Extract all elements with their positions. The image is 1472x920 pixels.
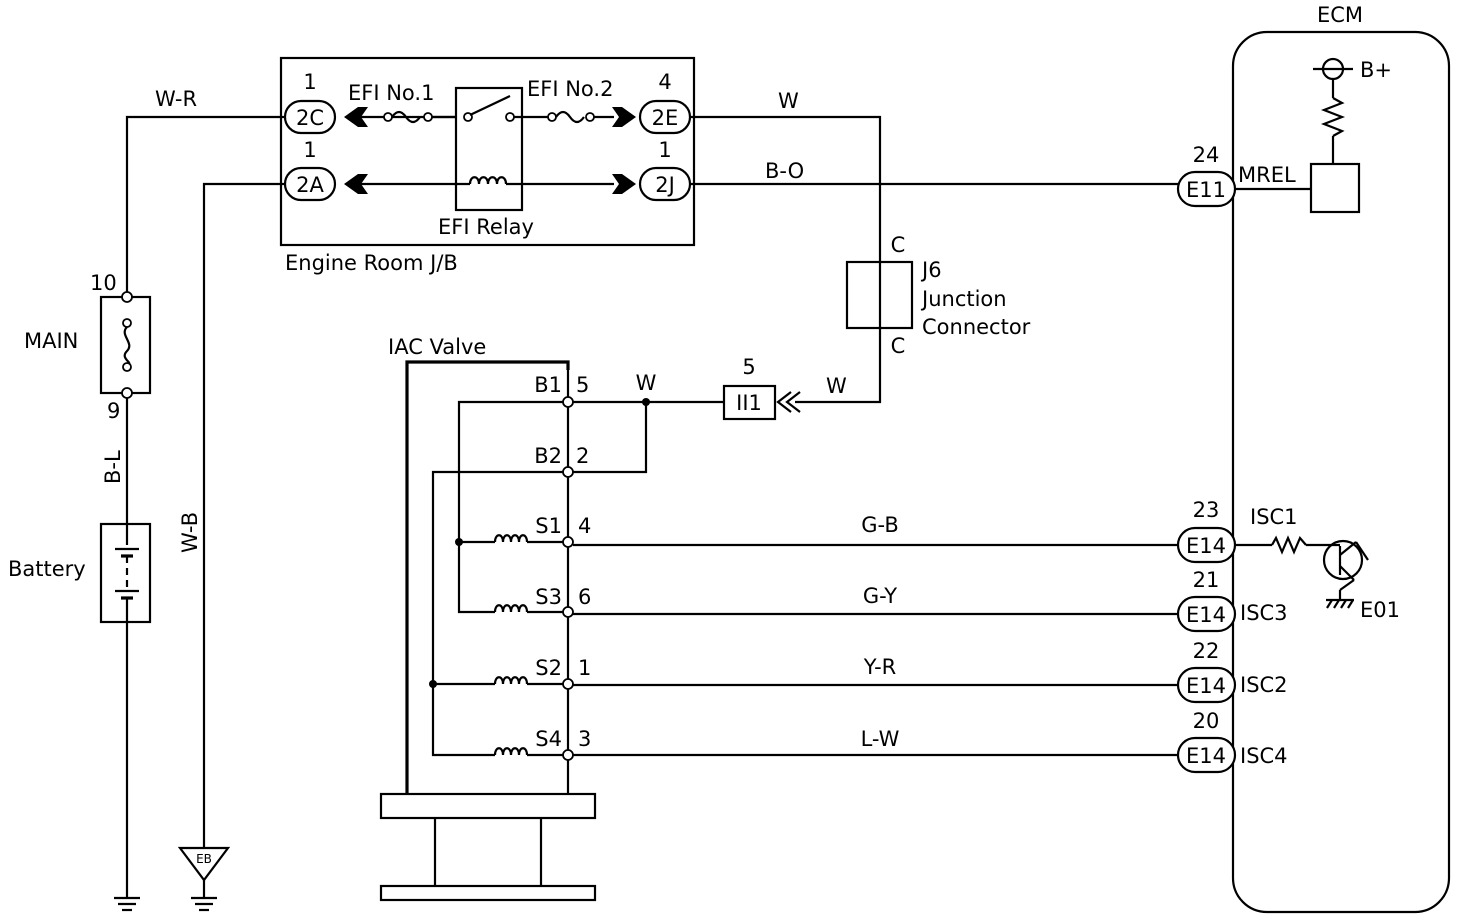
conn-2a: 2A bbox=[296, 173, 324, 197]
ecm-isc4-label: ISC4 bbox=[1240, 744, 1288, 768]
conn-e14-isc4-pin: 20 bbox=[1193, 709, 1220, 733]
iac-s4-label: S4 bbox=[535, 727, 562, 751]
main-fusible-link bbox=[99, 295, 152, 395]
iac-b1-label: B1 bbox=[534, 373, 562, 397]
conn-e14-isc3-pin: 21 bbox=[1193, 568, 1220, 592]
conn-e14-isc2-pin: 22 bbox=[1193, 639, 1220, 663]
j6-line2: Junction bbox=[920, 287, 1007, 311]
wire-y-r-label: Y-R bbox=[863, 655, 897, 679]
conn-e14-isc2: E14 bbox=[1186, 674, 1226, 698]
wire-w-b-label: W-B bbox=[178, 512, 202, 553]
efi-no1-label: EFI No.1 bbox=[348, 81, 434, 105]
junction-wiring: W B-O C C J6 Junction Connector W II1 5 … bbox=[568, 89, 1178, 474]
conn-2a-pin: 1 bbox=[303, 138, 316, 162]
j6-name: J6 bbox=[920, 258, 942, 282]
ecm-isc2-label: ISC2 bbox=[1240, 673, 1288, 697]
relay-switch-icon bbox=[469, 95, 511, 116]
iac-s4-pin: 3 bbox=[578, 727, 591, 751]
wire-w-r-label: W-R bbox=[155, 87, 197, 111]
iac-s3-pin: 6 bbox=[578, 585, 591, 609]
wire-w-top-label: W bbox=[778, 89, 799, 113]
conn-e14-isc3: E14 bbox=[1186, 603, 1226, 627]
ii1-label: II1 bbox=[736, 391, 762, 415]
power-supply-circuit: W-R 10 9 MAIN B-L Battery W-B bbox=[8, 87, 285, 912]
iac-b2-pin: 2 bbox=[576, 444, 589, 468]
main-label: MAIN bbox=[24, 329, 78, 353]
engine-room-junction-block: Engine Room J/B EFI Relay EFI No.1 EFI N… bbox=[279, 56, 696, 275]
iac-valve: IAC Valve B1 5 B2 2 S1 4 bbox=[379, 335, 597, 902]
eb-ground-label: EB bbox=[196, 852, 212, 866]
main-pin-top: 10 bbox=[90, 271, 117, 295]
iac-b2-label: B2 bbox=[534, 444, 562, 468]
s2-coil-icon bbox=[493, 676, 529, 685]
ecm-pullup-resistor bbox=[1320, 97, 1346, 137]
ecm-title: ECM bbox=[1317, 3, 1363, 27]
s1-coil-icon bbox=[493, 534, 529, 543]
conn-e11-pin: 24 bbox=[1193, 143, 1220, 167]
ecm-mrel-driver bbox=[1309, 162, 1361, 214]
battery-ground-icon bbox=[114, 896, 140, 912]
ecm-transistor bbox=[1322, 539, 1364, 581]
iac-b1-pin: 5 bbox=[576, 373, 589, 397]
jb-name: Engine Room J/B bbox=[285, 251, 458, 275]
j6-pin-top: C bbox=[891, 233, 906, 257]
eb-ground-icon bbox=[177, 846, 231, 912]
wire-w-mid-label: W bbox=[636, 371, 657, 395]
conn-2e: 2E bbox=[652, 106, 679, 130]
conn-e14-isc1: E14 bbox=[1186, 534, 1226, 558]
conn-2j-pin: 1 bbox=[658, 138, 671, 162]
wire-g-b-label: G-B bbox=[861, 513, 899, 537]
efi-relay-box bbox=[454, 86, 524, 212]
ecm-mrel-label: MREL bbox=[1238, 163, 1296, 187]
ecm-unit: ECM B+ MREL ISC1 E01 ISC3 ISC2 ISC4 bbox=[1231, 3, 1451, 914]
wire-l-w-label: L-W bbox=[861, 727, 900, 751]
ecm-isc1-resistor bbox=[1271, 535, 1307, 555]
efi-relay-label: EFI Relay bbox=[438, 215, 534, 239]
battery-label: Battery bbox=[8, 557, 86, 581]
conn-e11: E11 bbox=[1186, 178, 1226, 202]
ecm-isc1-label: ISC1 bbox=[1250, 505, 1298, 529]
iac-s2-pin: 1 bbox=[578, 656, 591, 680]
battery-icon bbox=[99, 522, 152, 624]
ecm-b-plus-label: B+ bbox=[1360, 58, 1392, 82]
j6-line3: Connector bbox=[922, 315, 1031, 339]
ecm-connectors: E11 24 E14 23 E14 21 E14 22 E14 20 bbox=[1176, 143, 1237, 774]
conn-2e-pin: 4 bbox=[658, 70, 671, 94]
wire-g-y-label: G-Y bbox=[863, 584, 897, 608]
ecm-isc3-label: ISC3 bbox=[1240, 601, 1288, 625]
conn-2c: 2C bbox=[296, 106, 324, 130]
efi-no1-fuse-icon bbox=[391, 110, 421, 124]
iac-valve-title: IAC Valve bbox=[388, 335, 486, 359]
wire-b-l-label: B-L bbox=[101, 450, 125, 484]
efi-no2-fuse-icon bbox=[555, 110, 585, 124]
iac-s3-label: S3 bbox=[535, 585, 562, 609]
iac-s2-label: S2 bbox=[535, 656, 562, 680]
iac-s1-label: S1 bbox=[535, 514, 562, 538]
conn-e14-isc1-pin: 23 bbox=[1193, 498, 1220, 522]
conn-2j: 2J bbox=[655, 173, 675, 197]
wire-w-ii1-label: W bbox=[826, 374, 847, 398]
main-pin-bottom: 9 bbox=[107, 399, 120, 423]
relay-coil-icon bbox=[468, 176, 508, 185]
conn-e14-isc4: E14 bbox=[1186, 744, 1226, 768]
signal-wiring: G-B G-Y Y-R L-W bbox=[573, 513, 1178, 757]
s4-coil-icon bbox=[493, 747, 529, 756]
s3-coil-icon bbox=[493, 604, 529, 613]
j6-pin-bottom: C bbox=[891, 334, 906, 358]
wire-b-o-label: B-O bbox=[765, 159, 804, 183]
ecm-e01-label: E01 bbox=[1360, 598, 1400, 622]
iac-s1-pin: 4 bbox=[578, 514, 591, 538]
conn-2c-pin: 1 bbox=[303, 70, 316, 94]
ii1-pin: 5 bbox=[742, 355, 755, 379]
efi-no2-label: EFI No.2 bbox=[527, 77, 613, 101]
